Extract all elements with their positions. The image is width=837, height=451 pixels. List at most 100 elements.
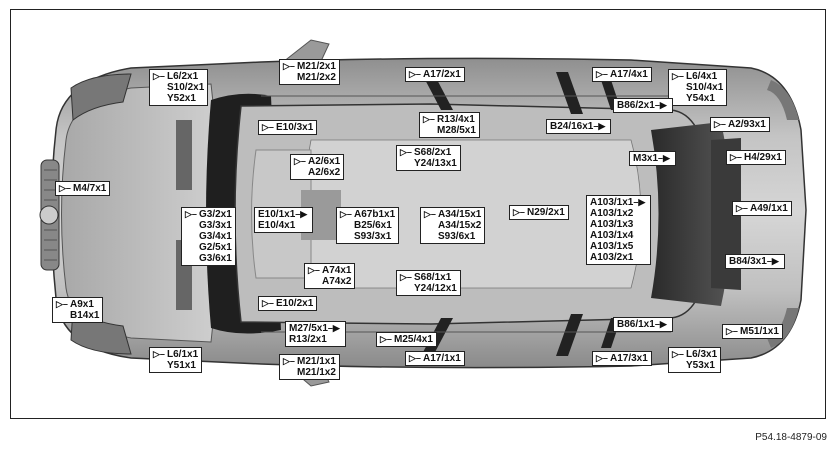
callout-line: A103/1x2: [590, 208, 647, 219]
callout-line: G3/3x1: [185, 220, 232, 231]
callout-line: R13/2x1: [289, 334, 342, 345]
connector-code: B86/1x1: [617, 319, 655, 330]
callout-line: A103/1x5: [590, 241, 647, 252]
callout-line: Y24/13x1: [400, 158, 457, 169]
callout-line: S93/3x1: [340, 231, 395, 242]
callout-line: M28/5x1: [423, 125, 476, 136]
connector-code: R13/2x1: [289, 334, 327, 345]
connector-code: R13/4x1: [437, 114, 475, 125]
callout-line: B84/3x1 –▶: [729, 256, 781, 267]
callout-line: ▷–A17/2x1: [409, 69, 461, 80]
callout-line: ▷–A9x1: [56, 299, 99, 310]
callout-n29-2: ▷–N29/2x1: [509, 205, 569, 220]
connector-plug-icon: ▷–: [672, 71, 684, 81]
connector-plug-icon: –▶: [633, 197, 646, 207]
connector-plug-icon: ▷–: [513, 207, 525, 217]
connector-plug-icon: ▷–: [308, 265, 320, 275]
connector-plug-icon: ▷–: [726, 326, 738, 336]
connector-code: B86/2x1: [617, 100, 655, 111]
connector-code: A103/1x5: [590, 241, 634, 252]
connector-code: G3/6x1: [199, 253, 232, 264]
connector-code: A17/2x1: [423, 69, 461, 80]
callout-b84-3: B84/3x1 –▶: [725, 254, 785, 269]
callout-b86-2: B86/2x1 –▶: [613, 98, 673, 113]
connector-code: Y53x1: [686, 360, 715, 371]
connector-plug-icon: ▷–: [153, 349, 165, 359]
connector-code: Y52x1: [167, 93, 196, 104]
connector-code: M27/5x1: [289, 323, 328, 334]
callout-line: ▷–R13/4x1: [423, 114, 476, 125]
connector-plug-icon: –▶: [766, 256, 779, 266]
connector-code: S93/3x1: [354, 231, 392, 242]
connector-code: L6/3x1: [686, 349, 718, 360]
connector-plug-icon: ▷–: [56, 299, 68, 309]
callout-line: ▷–M4/7x1: [59, 183, 106, 194]
connector-code: A74x2: [322, 276, 352, 287]
connector-code: M3x1: [633, 153, 659, 164]
connector-code: G3/2x1: [199, 209, 232, 220]
connector-code: M51/1x1: [740, 326, 779, 337]
callout-e10-3: ▷–E10/3x1: [258, 120, 318, 135]
connector-code: B25/6x1: [354, 220, 392, 231]
callout-line: ▷–A34/15x1: [424, 209, 481, 220]
figure-reference: P54.18-4879-09: [755, 432, 827, 443]
callout-line: ▷–A2/6x1: [294, 156, 340, 167]
connector-code: M21/2x2: [297, 72, 336, 83]
connector-code: A34/15x1: [438, 209, 482, 220]
connector-plug-icon: –▶: [593, 121, 606, 131]
callout-line: ▷–E10/2x1: [262, 298, 313, 309]
callout-line: E10/1x1 –▶: [258, 209, 309, 220]
connector-code: E10/3x1: [276, 122, 314, 133]
connector-code: A17/3x1: [610, 353, 648, 364]
callout-line: ▷–M21/1x1: [283, 356, 336, 367]
callout-line: Y52x1: [153, 93, 204, 104]
callout-line: ▷–L6/1x1: [153, 349, 198, 360]
callout-line: S93/6x1: [424, 231, 481, 242]
connector-plug-icon: ▷–: [283, 61, 295, 71]
connector-code: B84/3x1: [729, 256, 767, 267]
callout-a17-2: ▷–A17/2x1: [405, 67, 465, 82]
callout-line: A2/6x2: [294, 167, 340, 178]
connector-plug-icon: ▷–: [409, 69, 421, 79]
callout-line: B86/1x1 –▶: [617, 319, 669, 330]
brand-emblem: [39, 205, 59, 225]
connector-code: Y54x1: [686, 93, 715, 104]
connector-code: A34/15x2: [438, 220, 482, 231]
callout-line: G3/4x1: [185, 231, 232, 242]
connector-plug-icon: ▷–: [400, 147, 412, 157]
callout-line: A103/2x1: [590, 252, 647, 263]
connector-plug-icon: ▷–: [409, 353, 421, 363]
connector-plug-icon: ▷–: [262, 122, 274, 132]
callout-line: G2/5x1: [185, 242, 232, 253]
connector-plug-icon: –▶: [658, 153, 670, 163]
connector-plug-icon: ▷–: [400, 272, 412, 282]
callout-a17-3: ▷–A17/3x1: [592, 351, 652, 366]
connector-plug-icon: ▷–: [59, 183, 71, 193]
connector-code: E10/2x1: [276, 298, 314, 309]
connector-code: A17/4x1: [610, 69, 648, 80]
connector-plug-icon: –▶: [295, 209, 308, 219]
callout-line: M21/1x2: [283, 367, 336, 378]
callout-line: M3x1 –▶: [633, 153, 672, 164]
connector-code: A74x1: [322, 265, 352, 276]
connector-code: H4/29x1: [744, 152, 782, 163]
connector-code: Y24/12x1: [414, 283, 457, 294]
connector-code: N29/2x1: [527, 207, 565, 218]
callout-line: ▷–A67b1x1: [340, 209, 395, 220]
callout-line: ▷–A17/1x1: [409, 353, 461, 364]
connector-code: A103/1x1: [590, 197, 634, 208]
callout-line: M21/2x2: [283, 72, 336, 83]
callout-line: ▷–A2/93x1: [714, 119, 766, 130]
connector-code: S10/2x1: [167, 82, 205, 93]
callout-line: Y51x1: [153, 360, 198, 371]
callout-m3: M3x1 –▶: [629, 151, 677, 166]
